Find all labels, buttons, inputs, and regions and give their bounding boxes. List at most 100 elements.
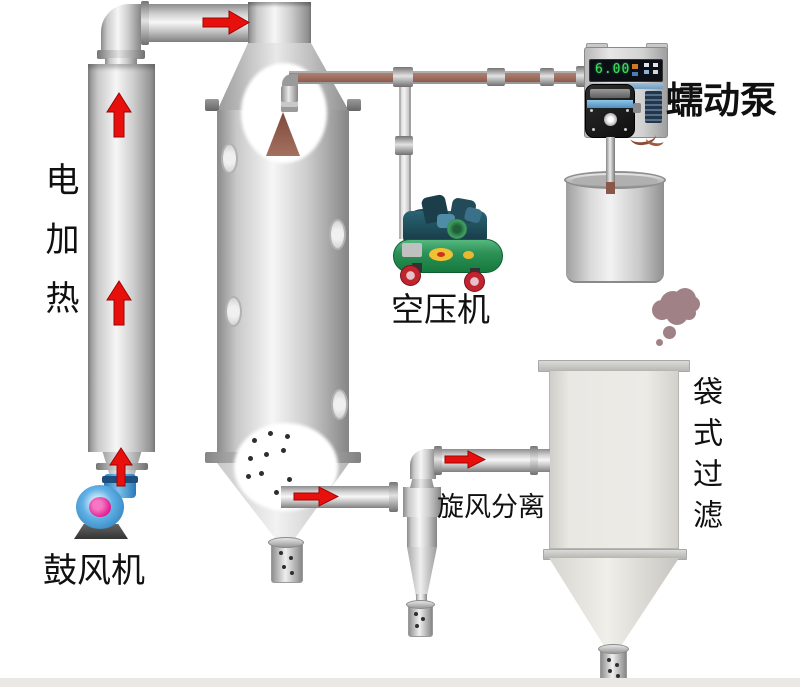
flow-arrow-up-heater-2 xyxy=(106,280,132,326)
chamber-body xyxy=(217,110,349,455)
flow-arrow-right-cyclone-outlet xyxy=(444,450,486,469)
label-bag-filter: 袋式过滤 xyxy=(688,376,721,540)
powder-dot xyxy=(259,471,264,476)
powder-dot xyxy=(281,448,286,453)
pump-button-orange xyxy=(632,64,638,69)
powder-dot xyxy=(615,663,619,667)
feed-tube-horizontal xyxy=(289,71,585,84)
powder-dot xyxy=(279,551,283,555)
chamber-collection-cup xyxy=(271,541,303,583)
pump-vent-grille xyxy=(645,91,662,123)
powder-dot xyxy=(616,674,620,678)
compressor-wheel-left xyxy=(400,265,421,286)
pump-head-screw-2 xyxy=(626,109,629,112)
top-duct-elbow-corner xyxy=(101,4,141,54)
cyclone-drop-tube xyxy=(416,594,427,604)
flow-arrow-up-blower xyxy=(109,447,133,487)
pump-head-top-band xyxy=(590,89,630,98)
feed-tube-coupler-3 xyxy=(540,68,554,86)
bagfilter-cone xyxy=(549,558,679,646)
pump-indicator-1 xyxy=(644,63,649,67)
spray-nozzle xyxy=(281,86,298,112)
cyclone-mid-cylinder xyxy=(407,517,437,547)
pump-head-screw-1 xyxy=(590,109,593,112)
pump-head-knob xyxy=(633,103,641,113)
bagfilter-body xyxy=(549,370,679,549)
chamber-neck xyxy=(248,2,311,45)
pump-head-blue-stripe xyxy=(587,100,633,108)
powder-cloud xyxy=(650,286,700,346)
powder-dot xyxy=(290,571,294,575)
feed-tube-coupler-2 xyxy=(487,68,505,86)
flow-arrow-right-top xyxy=(202,10,250,35)
pump-indicator-2 xyxy=(653,63,658,67)
chamber-port-4 xyxy=(331,389,348,420)
feed-tube-tee-coupler xyxy=(393,67,413,87)
cyclone-cone xyxy=(407,547,437,597)
bagfilter-cup-rim xyxy=(598,644,629,654)
flow-arrow-right-chamber-outlet xyxy=(293,486,339,507)
compressor-tank-label-2 xyxy=(463,251,474,259)
cyclone-outlet-flange-2 xyxy=(530,446,538,475)
powder-dot xyxy=(421,617,425,621)
chamber-tab-right xyxy=(347,99,361,111)
label-cyclone-separator: 旋风分离 xyxy=(437,492,545,522)
chamber-outlet-flange xyxy=(389,482,398,512)
compressor-tank-label-mark xyxy=(437,252,445,257)
beaker-rim-inner xyxy=(572,175,658,186)
feed-tube-end-cap xyxy=(576,66,586,87)
powder-dot xyxy=(414,612,418,616)
label-peristaltic-pump: 蠕动泵 xyxy=(666,81,777,122)
heater-top-neck xyxy=(105,58,137,66)
flow-arrow-up-heater-1 xyxy=(106,92,132,138)
feed-tube-vertical-coupler xyxy=(395,136,413,155)
powder-dot xyxy=(268,431,273,436)
stirrer-rod-tip xyxy=(606,182,615,194)
powder-dot xyxy=(252,438,257,443)
blower-hub xyxy=(89,497,111,517)
pump-display-value: 6.00 xyxy=(595,62,631,77)
compressor-pulley xyxy=(447,219,467,239)
cyclone-upper-body xyxy=(403,487,441,517)
chamber-port-1 xyxy=(221,143,238,174)
powder-dot xyxy=(246,474,251,479)
label-electric-heating: 电加热 xyxy=(40,162,77,339)
powder-dot xyxy=(608,669,612,673)
cyclone-outlet-pipe xyxy=(424,449,550,472)
pump-indicator-3 xyxy=(644,70,649,74)
blower-base xyxy=(74,524,128,539)
powder-dot xyxy=(289,556,293,560)
cyclone-neck xyxy=(410,476,434,488)
powder-dot xyxy=(287,477,292,482)
powder-dot xyxy=(607,658,611,662)
cyclone-outlet-flange-1 xyxy=(434,446,442,475)
pump-head-hub xyxy=(604,113,617,126)
powder-dot xyxy=(274,490,279,495)
powder-dot xyxy=(264,452,269,457)
chamber-cup-rim xyxy=(268,537,304,548)
top-duct-flange xyxy=(141,1,149,45)
label-air-compressor: 空压机 xyxy=(391,293,490,329)
feed-tube-vertical xyxy=(399,80,411,239)
cyclone-cup-rim xyxy=(406,600,435,609)
pump-indicator-4 xyxy=(653,70,658,74)
pump-head-screw-3 xyxy=(592,128,595,131)
powder-dot xyxy=(282,565,286,569)
pump-button-blue xyxy=(632,72,638,76)
cyclone-elbow-corner xyxy=(410,449,436,479)
chamber-port-2 xyxy=(329,219,346,250)
powder-dot xyxy=(415,624,419,628)
heater-top-flange xyxy=(97,50,145,59)
nozzle-elbow xyxy=(282,74,298,88)
beaker-body xyxy=(566,181,664,283)
label-blower: 鼓风机 xyxy=(43,553,145,590)
compressor-wheel-right xyxy=(464,271,485,292)
chamber-port-3 xyxy=(225,296,242,327)
powder-dot xyxy=(285,434,290,439)
chamber-tab-left xyxy=(205,99,219,111)
pump-head-screw-4 xyxy=(624,128,627,131)
compressor-tank-plate xyxy=(402,243,422,257)
stirrer-rod xyxy=(606,137,615,185)
powder-dot xyxy=(248,456,253,461)
